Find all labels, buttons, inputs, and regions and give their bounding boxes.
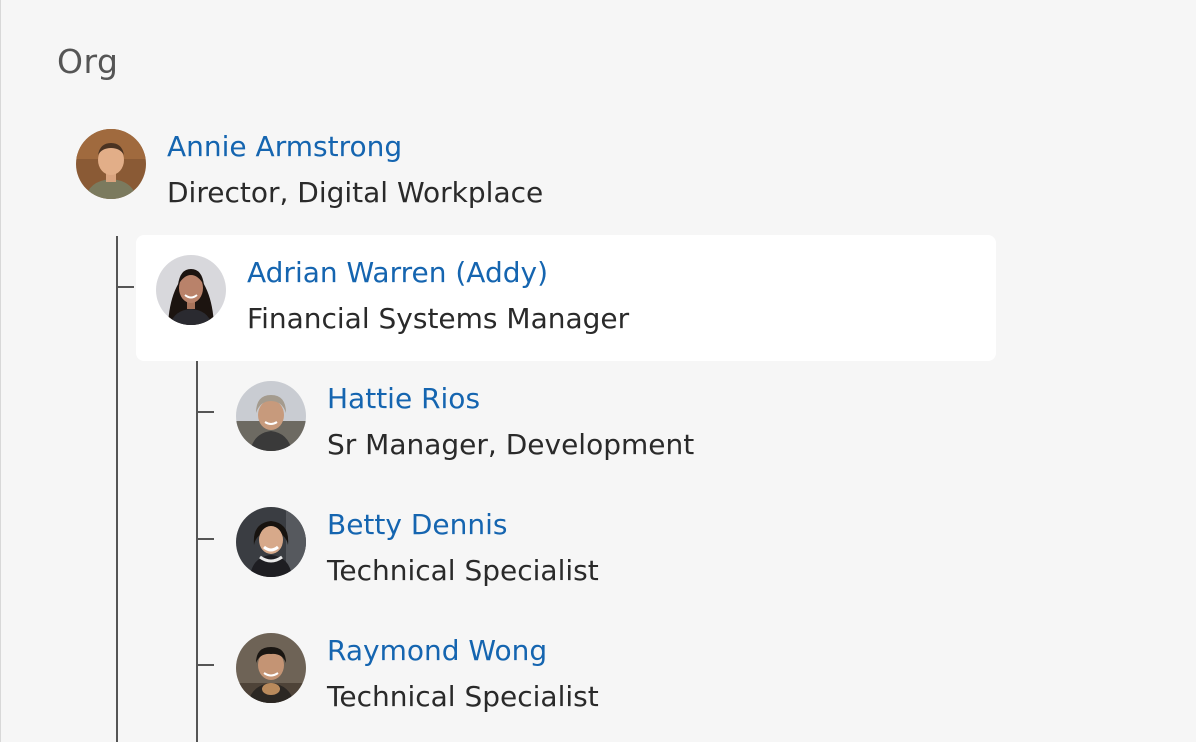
person-name-link[interactable]: Annie Armstrong [167, 130, 403, 163]
avatar[interactable] [156, 255, 226, 325]
avatar[interactable] [236, 507, 306, 577]
panel-left-border [0, 0, 1, 742]
page-title: Org [57, 42, 119, 81]
person-name-link[interactable]: Betty Dennis [327, 508, 508, 541]
org-person-raymond: Raymond Wong Technical Specialist [236, 633, 599, 714]
person-title: Sr Manager, Development [327, 428, 695, 461]
selected-person-card [136, 235, 996, 361]
org-person-betty: Betty Dennis Technical Specialist [236, 507, 599, 588]
avatar[interactable] [236, 633, 306, 703]
person-title: Technical Specialist [327, 554, 599, 587]
avatar[interactable] [76, 129, 146, 199]
person-title: Director, Digital Workplace [167, 176, 544, 209]
tree-line-level2 [196, 361, 198, 742]
org-person-adrian: Adrian Warren (Addy) Financial Systems M… [156, 255, 629, 336]
avatar[interactable] [236, 381, 306, 451]
org-person-hattie: Hattie Rios Sr Manager, Development [236, 381, 694, 462]
person-title: Technical Specialist [327, 680, 599, 713]
tree-branch-hattie [196, 411, 214, 413]
org-person-annie: Annie Armstrong Director, Digital Workpl… [76, 129, 543, 210]
tree-branch-raymond [196, 664, 214, 666]
tree-line-level1 [116, 236, 118, 742]
tree-branch-betty [196, 538, 214, 540]
person-title: Financial Systems Manager [247, 302, 630, 335]
person-name-link[interactable]: Adrian Warren (Addy) [247, 256, 548, 289]
tree-branch-adrian [116, 286, 134, 288]
person-name-link[interactable]: Raymond Wong [327, 634, 548, 667]
person-name-link[interactable]: Hattie Rios [327, 382, 481, 415]
